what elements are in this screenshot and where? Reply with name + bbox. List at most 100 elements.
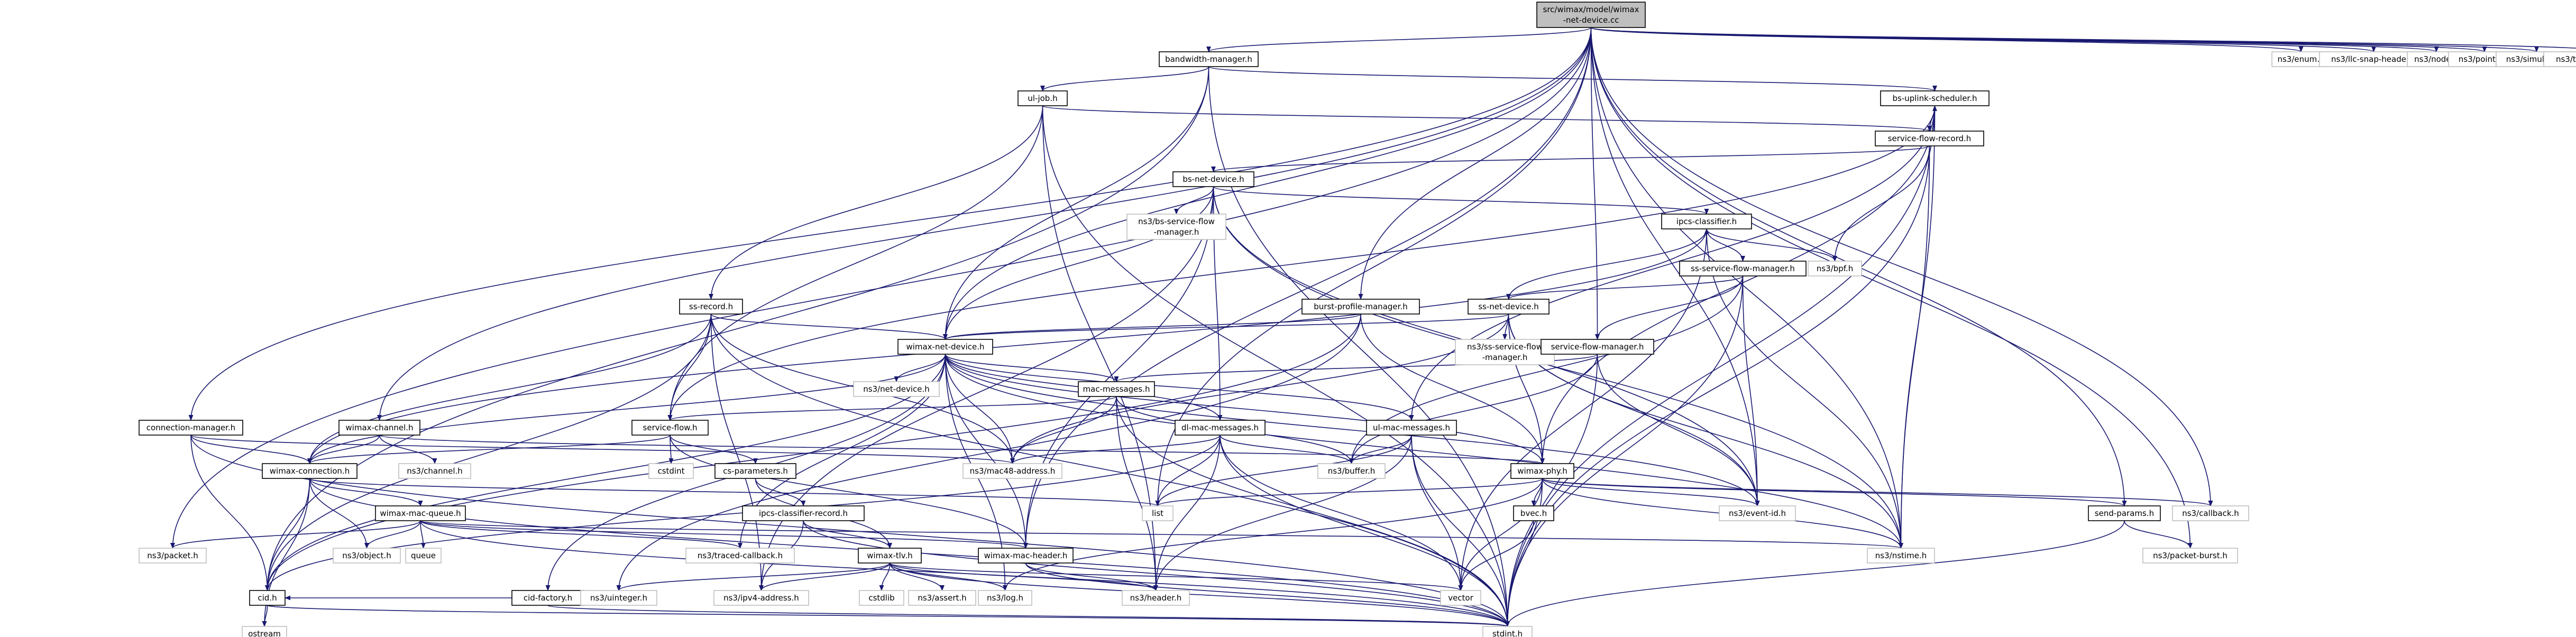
node-dl-mac[interactable]: dl-mac-messages.h (1175, 420, 1266, 436)
node-cid[interactable]: cid.h (249, 590, 286, 606)
edge-ss-rec-to-cid (265, 313, 712, 592)
node-label: service-flow-record.h (1888, 134, 1972, 143)
edge-root-to-ns3-simulator (1590, 27, 2539, 53)
edge-ul-job-to-ss-rec (709, 105, 1043, 300)
node-box (1142, 505, 1174, 521)
node-box (262, 463, 357, 479)
node-ipcs-rec[interactable]: ipcs-classifier-record.h (742, 505, 865, 521)
edge-sfm-to-ns3-event-id (1597, 354, 1760, 507)
node-box (511, 590, 584, 606)
node-label: ns3/buffer.h (1328, 466, 1376, 476)
node-ns3-ss-sfm: ns3/ss-service-flow-manager.h (1455, 339, 1555, 365)
node-box (742, 505, 865, 521)
node-cid-factory[interactable]: cid-factory.h (511, 590, 584, 606)
node-wnd-h[interactable]: wimax-net-device.h (897, 339, 993, 355)
edge-wmh-to-stdint (1025, 562, 1510, 627)
node-box (139, 548, 207, 564)
node-box (1366, 420, 1457, 436)
node-label: cid-factory.h (524, 593, 572, 603)
node-label: cid.h (258, 593, 277, 603)
node-label: ss-net-device.h (1478, 302, 1539, 311)
node-wmh[interactable]: wimax-mac-header.h (978, 548, 1074, 564)
node-label: ostream (248, 629, 281, 637)
edge-ul-mac-to-ns3-buffer (1349, 435, 1412, 465)
edge-root-to-ns3-packet-burst (1590, 27, 2193, 549)
node-label: ns3/mac48-address.h (970, 466, 1056, 476)
node-cs-params[interactable]: cs-parameters.h (714, 463, 796, 479)
node-box (1661, 214, 1752, 229)
node-mac-msgs[interactable]: mac-messages.h (1078, 381, 1155, 397)
edge-ss-nd-to-ipcs (1508, 228, 1709, 300)
node-box (338, 420, 420, 436)
edge-bs-sched-to-stdint (1505, 105, 1936, 627)
edge-root-to-ns3-event-id (1590, 27, 1760, 507)
node-bs-sched[interactable]: bs-uplink-scheduler.h (1880, 90, 1990, 106)
node-sf[interactable]: service-flow.h (631, 420, 709, 436)
edge-sfr-to-bs-nd (1211, 145, 1930, 173)
node-ul-mac[interactable]: ul-mac-messages.h (1366, 420, 1457, 436)
edge-ul-mac-to-list (1155, 435, 1412, 507)
node-bvec[interactable]: bvec.h (1513, 505, 1554, 521)
node-label: ipcs-classifier.h (1676, 217, 1737, 226)
edge-ul-mac-to-ns3-header (1153, 435, 1412, 592)
node-ipcs[interactable]: ipcs-classifier.h (1661, 214, 1752, 229)
node-ss-nd[interactable]: ss-net-device.h (1468, 299, 1550, 315)
edge-send-params-to-ns3-packet-burst (2124, 520, 2193, 549)
node-cstdint: cstdint (648, 463, 694, 479)
node-box (1078, 381, 1155, 397)
node-wphy[interactable]: wimax-phy.h (1510, 463, 1574, 479)
edge-wnd-h-to-ns3-mac48 (945, 354, 1015, 465)
edge-wchan-to-wconn (307, 435, 380, 465)
edge-root-to-sfm (1590, 27, 1600, 340)
edge-wtlv-to-cstdlib (879, 562, 891, 592)
node-wmq[interactable]: wimax-mac-queue.h (375, 505, 466, 521)
node-label: ns3/object.h (342, 551, 391, 560)
node-box (1808, 261, 1862, 276)
node-box (853, 381, 940, 397)
node-label: cstdlib (868, 593, 894, 603)
node-queue: queue (405, 548, 442, 564)
node-label: cs-parameters.h (723, 466, 788, 476)
node-wchan[interactable]: wimax-channel.h (338, 420, 420, 436)
edge-conn-mgr-to-wconn (190, 435, 312, 465)
edge-bpm-to-wnd-h (943, 313, 1361, 340)
node-box (405, 548, 442, 564)
node-label: ns3/ss-service-flow (1467, 342, 1543, 352)
dependency-edges (170, 27, 2576, 627)
node-vector: vector (1440, 590, 1481, 606)
node-wtlv[interactable]: wimax-tlv.h (858, 548, 922, 564)
node-send-params[interactable]: send-params.h (2088, 505, 2161, 521)
node-wconn[interactable]: wimax-connection.h (262, 463, 357, 479)
node-bw-mgr[interactable]: bandwidth-manager.h (1159, 51, 1259, 67)
edge-wconn-to-list (309, 478, 1160, 507)
node-sfr[interactable]: service-flow-record.h (1875, 131, 1984, 146)
edge-bw-mgr-to-ul-job (1040, 66, 1209, 92)
node-ss-rec[interactable]: ss-record.h (679, 299, 743, 315)
node-box (2543, 51, 2576, 67)
node-box (1301, 299, 1420, 315)
edge-root-to-ns3-callback (1590, 27, 2213, 507)
edge-wmq-to-ns3-traced-cb (420, 520, 742, 549)
edge-wconn-to-wmq (309, 478, 423, 507)
node-label: ns3/net-device.h (863, 384, 930, 394)
node-ns3-channel: ns3/channel.h (398, 463, 471, 479)
edge-root-to-wnd-h (943, 27, 1592, 340)
node-ss-sfm[interactable]: ss-service-flow-manager.h (1679, 261, 1807, 276)
node-conn-mgr[interactable]: connection-manager.h (139, 420, 243, 436)
node-bpm[interactable]: burst-profile-manager.h (1301, 299, 1420, 315)
edge-wphy-to-vector (1458, 478, 1543, 592)
node-ns3-nstime: ns3/nstime.h (1867, 548, 1935, 564)
edge-sfr-to-bs-sched (1929, 105, 1937, 132)
node-sfm[interactable]: service-flow-manager.h (1541, 339, 1654, 355)
node-box (375, 505, 466, 521)
node-label: ns3/llc-snap-header.h (2331, 54, 2416, 64)
edge-bs-nd-to-wnd-h (943, 186, 1214, 340)
node-bs-nd[interactable]: bs-net-device.h (1172, 171, 1254, 187)
edge-ss-sfm-to-ss-nd (1506, 275, 1744, 300)
node-root[interactable]: src/wimax/model/wimax-net-device.cc (1536, 2, 1646, 28)
edge-ul-mac-to-stdint (1411, 435, 1510, 627)
node-ul-job[interactable]: ul-job.h (1017, 90, 1068, 106)
node-box (1880, 90, 1990, 106)
node-box (1317, 463, 1386, 479)
edge-root-to-conn-mgr (188, 27, 1592, 421)
